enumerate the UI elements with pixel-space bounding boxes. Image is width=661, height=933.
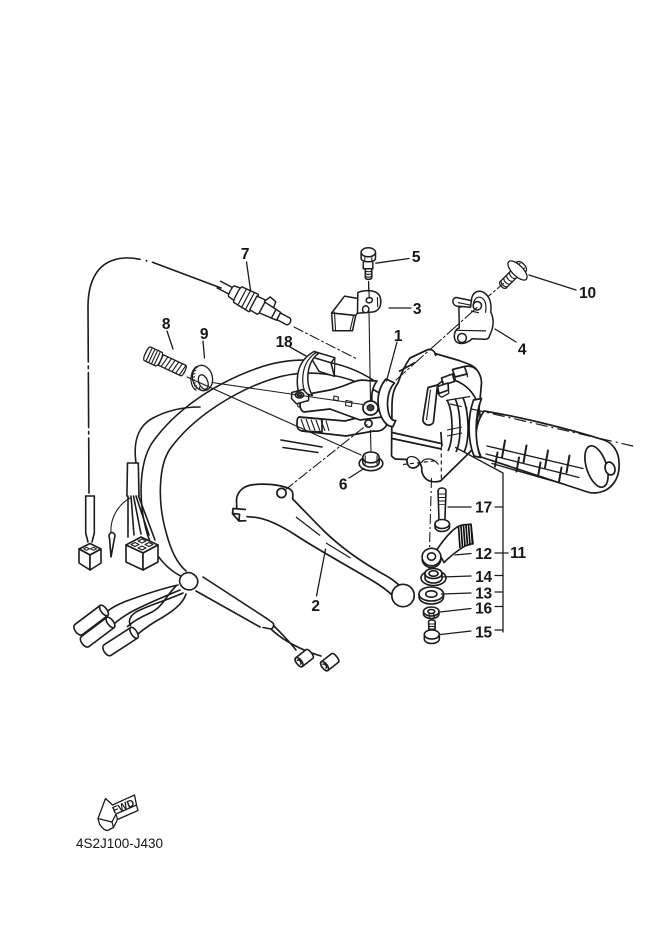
- svg-text:4: 4: [518, 342, 527, 359]
- svg-text:17: 17: [475, 500, 492, 517]
- svg-text:3: 3: [413, 301, 422, 318]
- svg-text:5: 5: [412, 249, 421, 266]
- svg-text:16: 16: [475, 601, 492, 618]
- svg-text:15: 15: [475, 625, 492, 642]
- svg-text:7: 7: [241, 246, 249, 263]
- svg-text:FWD: FWD: [111, 798, 136, 817]
- svg-text:13: 13: [475, 586, 492, 603]
- svg-text:2: 2: [311, 598, 319, 615]
- svg-text:10: 10: [579, 285, 596, 302]
- svg-text:6: 6: [339, 477, 348, 494]
- svg-text:8: 8: [162, 316, 171, 333]
- svg-text:9: 9: [200, 326, 209, 343]
- svg-text:12: 12: [475, 546, 492, 563]
- svg-text:18: 18: [276, 334, 293, 351]
- svg-text:1: 1: [394, 328, 403, 345]
- svg-text:14: 14: [475, 569, 492, 586]
- svg-text:4S2J100-J430: 4S2J100-J430: [76, 836, 163, 851]
- svg-text:11: 11: [510, 545, 526, 562]
